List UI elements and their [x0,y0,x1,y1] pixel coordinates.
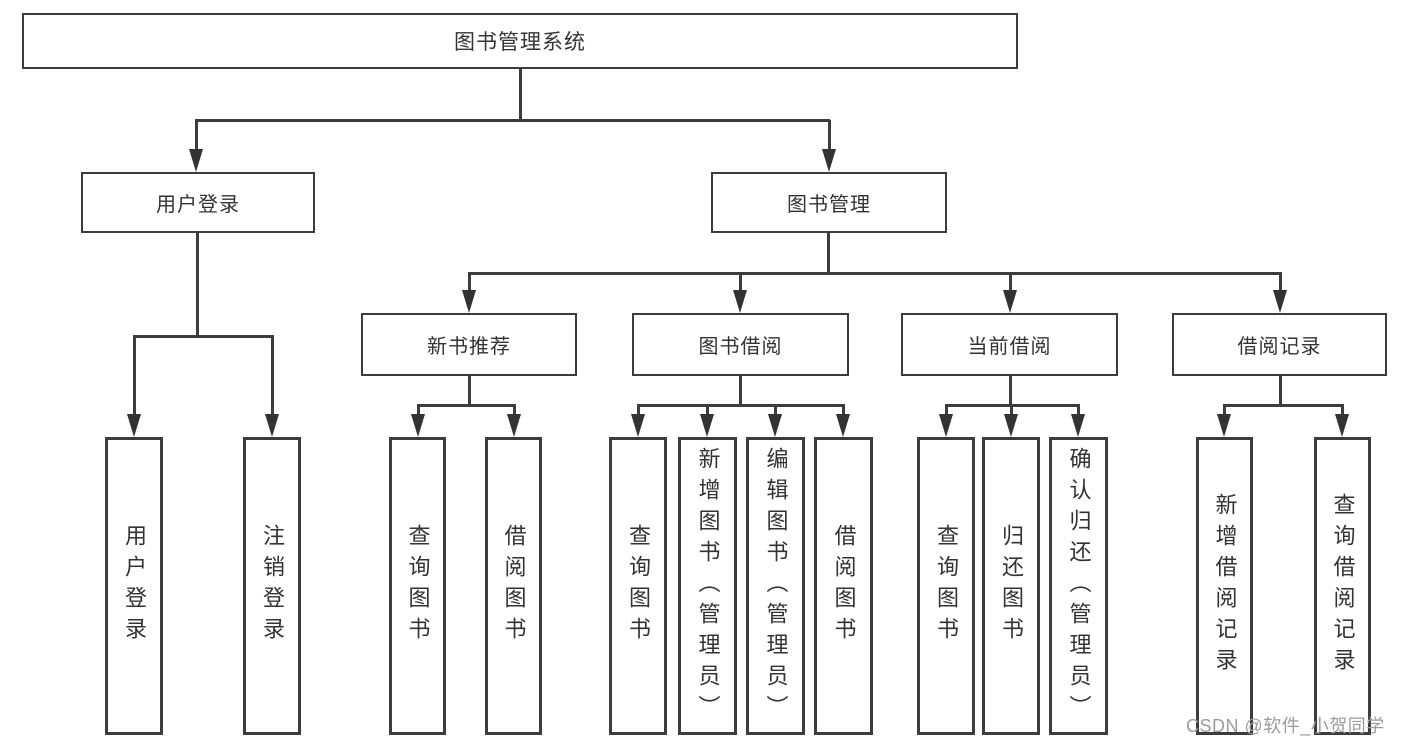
node-book-borrowing: 图书借阅 [632,313,849,376]
node-label: 新增图书（管理员） [695,446,721,726]
arrow-down-icon [411,414,425,437]
connector-line [945,404,1079,407]
arrow-down-icon [1004,414,1018,437]
connector-line [945,404,948,420]
arrow-down-icon [822,149,836,172]
connector-line [637,404,640,420]
connector-line [196,233,199,337]
connector-line [739,376,742,406]
connector-line [133,335,273,338]
leaf-confirm-return-admin: 确认归还（管理员） [1049,437,1108,735]
arrow-down-icon [1217,414,1231,437]
arrow-down-icon [265,414,279,437]
arrow-down-icon [768,414,782,437]
connector-line [1010,404,1013,420]
node-label: 编辑图书（管理员） [763,446,789,726]
connector-line [774,404,777,420]
arrow-down-icon [507,414,521,437]
node-label: 新书推荐 [427,336,511,358]
node-new-book-recommendation: 新书推荐 [361,313,577,376]
node-label: 借阅图书 [501,524,527,648]
node-label: 查询图书 [934,524,959,648]
connector-line [513,404,516,420]
connector-line [468,376,471,406]
connector-line [133,335,136,420]
node-label: 借阅记录 [1237,336,1322,358]
node-label: 注销登录 [260,524,285,648]
node-label: 查询借阅记录 [1330,493,1356,679]
leaf-query-books-recommend: 查询图书 [389,437,446,735]
node-label: 查询图书 [405,524,431,648]
node-label: 图书管理 [787,194,871,216]
node-label: 用户登录 [122,524,147,648]
connector-line [1279,376,1282,406]
node-current-borrowing: 当前借阅 [901,313,1118,376]
connector-line [1009,272,1012,296]
leaf-edit-books-admin: 编辑图书（管理员） [746,437,805,735]
arrow-down-icon [1003,290,1017,313]
node-root-system: 图书管理系统 [22,13,1018,69]
node-label: 借阅图书 [831,524,857,648]
connector-line [468,272,471,296]
node-borrowing-records: 借阅记录 [1172,313,1387,376]
node-label: 用户登录 [156,194,240,216]
arrow-down-icon [836,414,850,437]
connector-line [195,119,830,122]
node-label: 当前借阅 [967,336,1052,358]
leaf-add-borrow-record: 新增借阅记录 [1196,437,1253,735]
node-label: 归还图书 [999,524,1024,648]
connector-line [271,335,274,420]
arrow-down-icon [733,290,747,313]
connector-line [1077,404,1080,420]
leaf-user-login: 用户登录 [105,437,163,735]
node-label: 图书管理系统 [454,31,586,54]
connector-line [842,404,845,420]
connector-line [706,404,709,420]
leaf-borrow-books-recommend: 借阅图书 [485,437,542,735]
connector-line [195,120,198,154]
node-book-management: 图书管理 [711,172,947,233]
connector-line [417,404,420,420]
leaf-borrow-books: 借阅图书 [814,437,873,735]
arrow-down-icon [1071,414,1085,437]
connector-line [1223,404,1343,407]
arrow-down-icon [1335,414,1349,437]
watermark-text: CSDN @软件_小贺同学 [1186,716,1385,736]
leaf-logout: 注销登录 [243,437,301,735]
arrow-down-icon [1273,290,1287,313]
arrow-down-icon [939,414,953,437]
leaf-query-books-borrow: 查询图书 [609,437,667,735]
connector-line [1009,376,1012,406]
node-label: 查询图书 [626,524,651,648]
arrow-down-icon [631,414,645,437]
connector-line [1223,404,1226,420]
connector-line [739,272,742,296]
connector-line [827,233,830,274]
leaf-query-books-current: 查询图书 [917,437,975,735]
connector-line [519,69,522,120]
node-label: 确认归还（管理员） [1066,446,1092,726]
node-user-login: 用户登录 [81,172,315,233]
arrow-down-icon [700,414,714,437]
connector-line [1341,404,1344,420]
connector-line [637,404,844,407]
arrow-down-icon [127,414,141,437]
node-label: 图书借阅 [698,336,783,358]
node-label: 新增借阅记录 [1212,493,1238,679]
connector-line [828,120,831,154]
connector-line [468,272,1281,275]
connector-line [417,404,515,407]
arrow-down-icon [189,149,203,172]
connector-line [1279,272,1282,296]
leaf-return-books: 归还图书 [982,437,1040,735]
leaf-add-books-admin: 新增图书（管理员） [678,437,737,735]
arrow-down-icon [462,290,476,313]
leaf-query-borrow-record: 查询借阅记录 [1314,437,1371,735]
